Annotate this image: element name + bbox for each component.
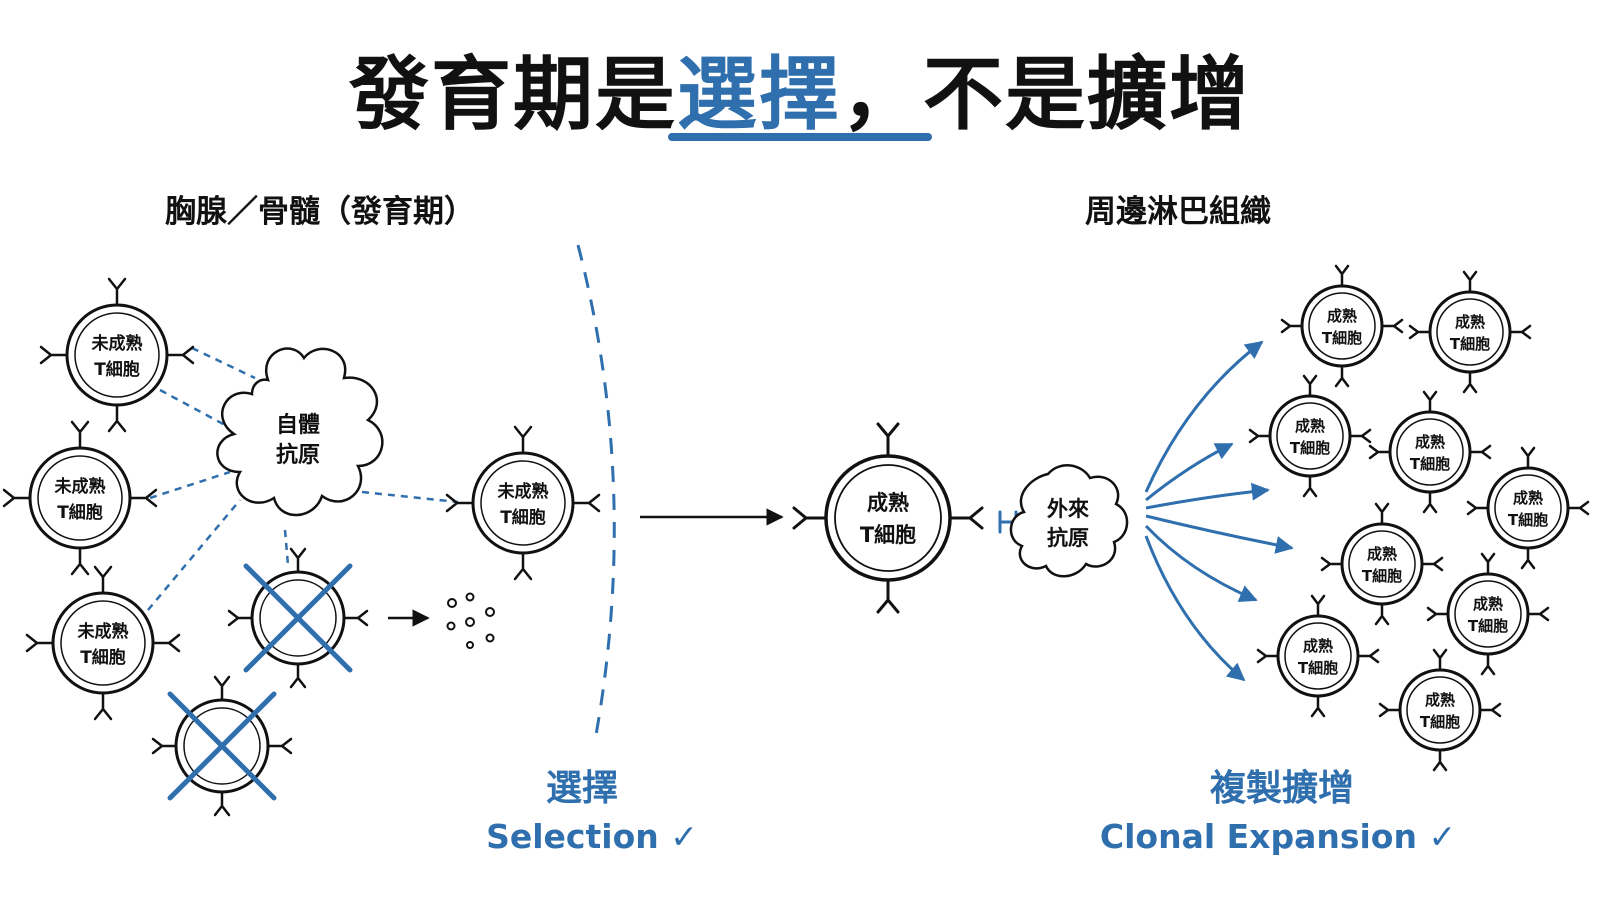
cell-label-line1: 成熟	[1513, 489, 1543, 507]
self-antigen-connectors	[147, 346, 459, 611]
cell-label-line1: 未成熟	[91, 333, 143, 354]
cell-label-line2: T細胞	[80, 647, 126, 668]
cloned-mature-t-cell: 成熟 T細胞	[1368, 390, 1492, 514]
cell-label-line1: 成熟	[1367, 545, 1397, 563]
cloned-mature-t-cell: 成熟 T細胞	[1280, 264, 1404, 388]
eliminated-t-cell	[227, 547, 369, 689]
cell-label-line1: 成熟	[1473, 595, 1503, 613]
foreign-antigen-cloud	[1009, 464, 1129, 578]
immature-t-cell: 未成熟 T細胞	[25, 565, 181, 721]
cell-label-line2: T細胞	[94, 359, 140, 380]
selection-label-zh: 選擇	[546, 768, 618, 809]
cell-label-line2: T細胞	[500, 507, 546, 528]
cell-label-line2: T細胞	[1450, 335, 1490, 353]
cell-label-line2: T細胞	[1290, 439, 1330, 457]
eliminated-t-cell	[151, 675, 293, 817]
cloned-mature-t-cell: 成熟 T細胞	[1320, 502, 1444, 626]
cloned-mature-t-cell: 成熟 T細胞	[1408, 270, 1532, 394]
cell-label-line1: 未成熟	[54, 476, 106, 497]
cell-label-line1: 未成熟	[77, 621, 129, 642]
cell-label-line1: 成熟	[1425, 691, 1455, 709]
self-antigen-label-line1: 自體	[276, 412, 320, 438]
selection-label-en: Selection ✓	[486, 817, 698, 856]
cell-label-line2: T細胞	[1420, 713, 1460, 731]
self-antigen-cloud	[216, 347, 384, 517]
title-part1: 發育期是	[349, 48, 677, 141]
cross-mark-icon	[243, 563, 353, 673]
cell-label-line2: T細胞	[1508, 511, 1548, 529]
cloned-mature-t-cell: 成熟 T細胞	[1378, 648, 1502, 772]
cloned-mature-t-cell: 成熟 T細胞	[1248, 374, 1372, 498]
immature-t-cell: 未成熟 T細胞	[2, 420, 158, 576]
cloned-mature-t-cell: 成熟 T細胞	[1426, 552, 1550, 676]
cell-label-line2: T細胞	[1298, 659, 1338, 677]
cell-label-line1: 成熟	[1455, 313, 1485, 331]
cell-label-line2: T細胞	[57, 502, 103, 523]
cell-label-line1: 成熟	[1295, 417, 1325, 435]
cell-label-line2: T細胞	[1468, 617, 1508, 635]
cloned-mature-t-cell: 成熟 T細胞	[1256, 594, 1380, 718]
region-label-peripheral: 周邊淋巴組織	[1085, 194, 1271, 230]
cell-label-line1: 成熟	[1327, 307, 1357, 325]
title-highlight: 選擇	[677, 48, 841, 141]
cloned-mature-t-cell: 成熟 T細胞	[1466, 446, 1590, 570]
cell-label-line2: T細胞	[860, 523, 916, 547]
cell-label-line2: T細胞	[1410, 455, 1450, 473]
foreign-antigen-label-line1: 外來	[1047, 497, 1089, 521]
immature-t-cell-selected: 未成熟 T細胞	[445, 425, 601, 581]
region-label-thymus: 胸腺／骨髓（發育期）	[165, 194, 475, 230]
cell-label-line2: T細胞	[1362, 567, 1402, 585]
self-antigen-label-line2: 抗原	[276, 442, 320, 468]
expansion-label-zh: 複製擴增	[1210, 767, 1354, 809]
mature-t-cell-activated: 成熟 T細胞	[792, 422, 984, 614]
cell-label-line1: 未成熟	[497, 481, 549, 502]
cell-label-line1: 成熟	[1415, 433, 1445, 451]
title-part2: ，不是擴增	[841, 48, 1251, 141]
cross-mark-icon	[167, 691, 277, 801]
expansion-label-en: Clonal Expansion ✓	[1100, 817, 1456, 856]
title-underline	[668, 133, 932, 141]
expansion-arrows	[1144, 340, 1294, 682]
cell-label-line1: 成熟	[867, 491, 909, 515]
selection-boundary	[576, 244, 616, 736]
cell-label-line2: T細胞	[1322, 329, 1362, 347]
cell-label-line1: 成熟	[1303, 637, 1333, 655]
cell-debris-icon	[446, 592, 495, 649]
immature-t-cell: 未成熟 T細胞	[39, 277, 195, 433]
foreign-antigen-label-line2: 抗原	[1047, 526, 1089, 550]
page-title: 發育期是選擇，不是擴增	[0, 30, 1600, 146]
